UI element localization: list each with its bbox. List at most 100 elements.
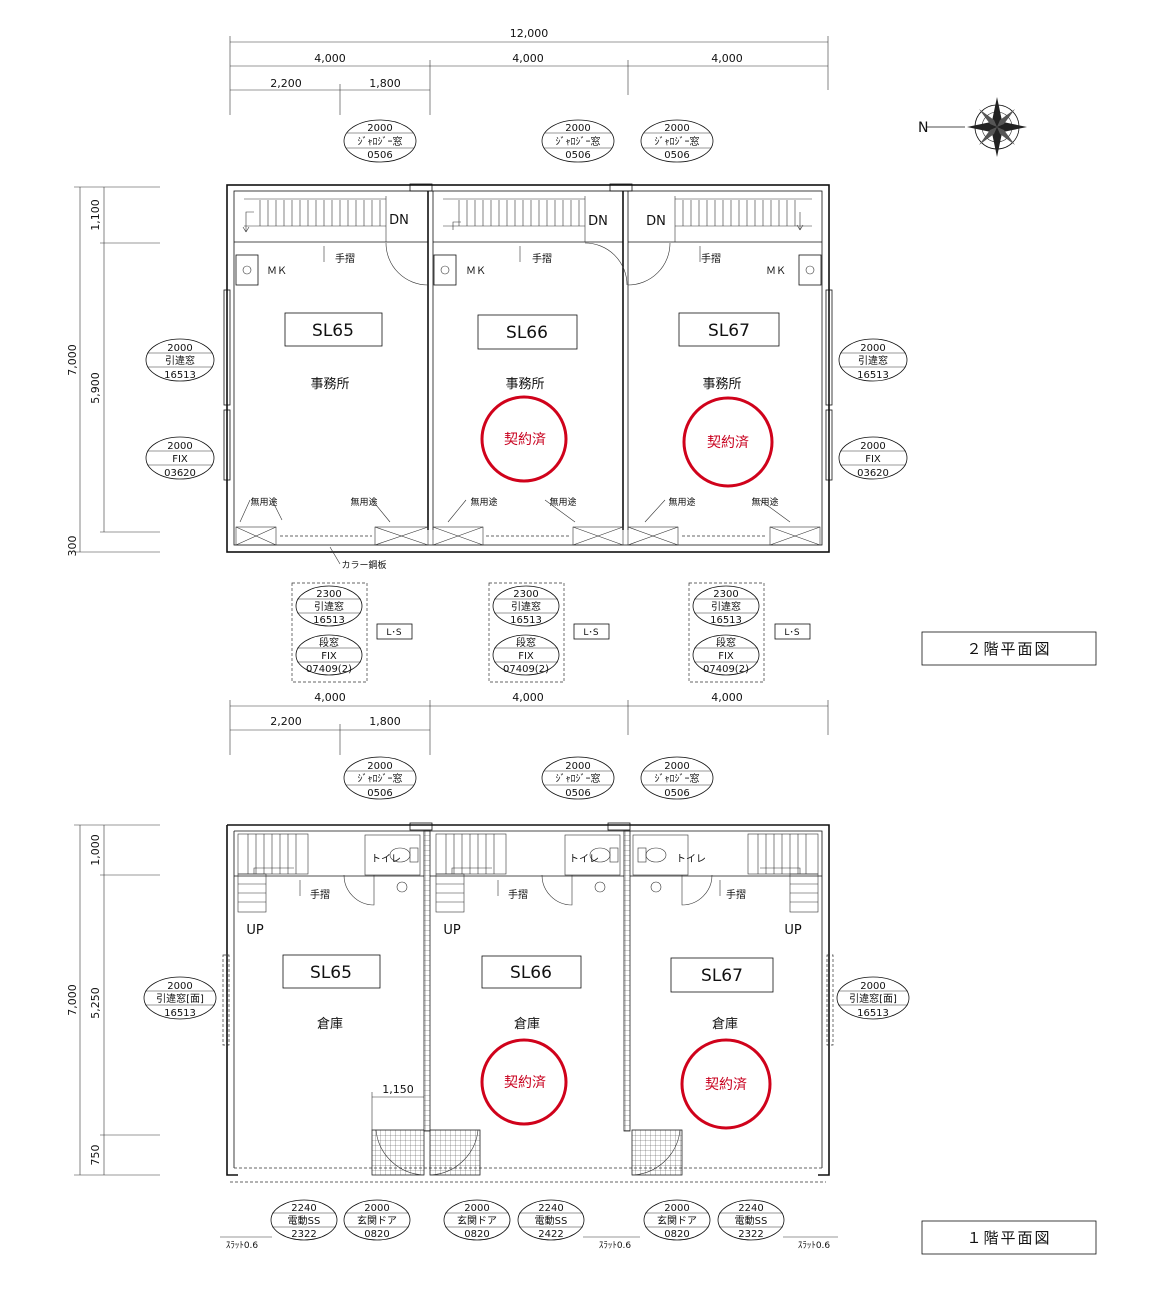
- floor2-title: ２階平面図: [966, 640, 1051, 658]
- svg-text:段窓: 段窓: [516, 636, 536, 649]
- svg-text:2000: 2000: [167, 441, 192, 452]
- svg-text:引違窓[面]: 引違窓[面]: [156, 992, 204, 1005]
- contracted-stamp-2f-sl66: 契約済: [504, 432, 546, 448]
- svg-text:FIX: FIX: [172, 454, 188, 465]
- svg-text:FIX: FIX: [865, 454, 881, 465]
- svg-text:2000: 2000: [664, 123, 689, 134]
- label-unused-4: 無用途: [549, 496, 576, 508]
- door-tag-1: 2000 玄関ドア 0820: [343, 1199, 411, 1241]
- north-label: N: [918, 120, 928, 136]
- svg-text:引違窓: 引違窓: [511, 600, 541, 613]
- svg-text:0820: 0820: [364, 1229, 389, 1240]
- svg-text:段窓: 段窓: [319, 636, 339, 649]
- svg-text:電動SS: 電動SS: [288, 1214, 321, 1227]
- svg-text:2000: 2000: [664, 1203, 689, 1214]
- window-tag-jalousie-2f-2: 2000 ｼﾞｬﾛｼﾞｰ窓 0506: [541, 119, 615, 163]
- shutter-tag-1: 2240 電動SS 2322: [270, 1199, 338, 1241]
- svg-text:2000: 2000: [860, 441, 885, 452]
- unit-id-2f-sl65: SL65: [312, 321, 354, 341]
- room-1f-sl66: 倉庫: [514, 1017, 540, 1032]
- label-color-steel: カラー鋼板: [341, 559, 386, 571]
- dim-bay-2: 4,000: [512, 52, 544, 65]
- svg-text:2240: 2240: [538, 1203, 563, 1214]
- window-tag-fix-2f-left: 2000 FIX 03620: [145, 436, 215, 480]
- svg-text:ｼﾞｬﾛｼﾞｰ窓: ｼﾞｬﾛｼﾞｰ窓: [556, 135, 601, 148]
- shutter-tag-2: 2240 電動SS 2422: [517, 1199, 585, 1241]
- svg-text:引違窓: 引違窓: [858, 354, 888, 367]
- svg-text:2000: 2000: [565, 123, 590, 134]
- svg-text:07409(2): 07409(2): [503, 664, 549, 675]
- label-dn-1: DN: [389, 213, 409, 228]
- dim-2f-base: 300: [66, 536, 79, 557]
- svg-text:ｼﾞｬﾛｼﾞｰ窓: ｼﾞｬﾛｼﾞｰ窓: [556, 772, 601, 785]
- front-window-group-1: 2300 引違窓 16513 段窓 FIX 07409(2): [291, 582, 368, 683]
- svg-text:2000: 2000: [167, 981, 192, 992]
- svg-text:2322: 2322: [291, 1229, 316, 1240]
- door-tag-3: 2000 玄関ドア 0820: [643, 1199, 711, 1241]
- svg-text:16513: 16513: [857, 1008, 889, 1019]
- svg-text:ｼﾞｬﾛｼﾞｰ窓: ｼﾞｬﾛｼﾞｰ窓: [655, 772, 700, 785]
- svg-text:2000: 2000: [367, 761, 392, 772]
- dim-bay-3: 4,000: [711, 52, 743, 65]
- contracted-stamp-2f-sl67: 契約済: [707, 435, 749, 451]
- svg-text:玄関ドア: 玄関ドア: [657, 1214, 697, 1227]
- label-up-1: UP: [246, 923, 264, 938]
- label-unused-2: 無用途: [350, 496, 377, 508]
- window-tag-jalousie-1f-2: 2000 ｼﾞｬﾛｼﾞｰ窓 0506: [541, 756, 615, 800]
- svg-text:0506: 0506: [565, 788, 590, 799]
- room-2f-sl66: 事務所: [505, 377, 544, 392]
- label-dn-2: DN: [588, 214, 608, 229]
- svg-text:07409(2): 07409(2): [703, 664, 749, 675]
- door-tag-2: 2000 玄関ドア 0820: [443, 1199, 511, 1241]
- north-compass-icon: [927, 97, 1027, 157]
- dim-1f-sub-a: 2,200: [270, 715, 302, 728]
- svg-text:ｼﾞｬﾛｼﾞｰ窓: ｼﾞｬﾛｼﾞｰ窓: [358, 772, 403, 785]
- svg-text:2000: 2000: [664, 761, 689, 772]
- front-window-group-3: 2300 引違窓 16513 段窓 FIX 07409(2): [688, 582, 765, 683]
- svg-text:16513: 16513: [857, 370, 889, 381]
- ls-box-1: [376, 623, 413, 640]
- dim-1f-front: 750: [89, 1145, 102, 1166]
- svg-text:玄関ドア: 玄関ドア: [457, 1214, 497, 1227]
- svg-text:引違窓[面]: 引違窓[面]: [849, 992, 897, 1005]
- dim-sub-a: 2,200: [270, 77, 302, 90]
- svg-text:0506: 0506: [664, 150, 689, 161]
- middle-dimension-lines: [229, 700, 829, 755]
- unit-id-1f-sl65: SL65: [310, 963, 352, 983]
- dim-bay-1: 4,000: [314, 52, 346, 65]
- svg-text:電動SS: 電動SS: [535, 1214, 568, 1227]
- label-slat-1: ｽﾗｯﾄ0.6: [226, 1240, 259, 1251]
- svg-text:2000: 2000: [565, 761, 590, 772]
- shutter-tag-3: 2240 電動SS 2322: [717, 1199, 785, 1241]
- front-window-group-2: 2300 引違窓 16513 段窓 FIX 07409(2): [488, 582, 565, 683]
- dim-1f-bay-2: 4,000: [512, 691, 544, 704]
- svg-text:2000: 2000: [367, 123, 392, 134]
- svg-text:FIX: FIX: [718, 651, 734, 662]
- svg-text:0820: 0820: [464, 1229, 489, 1240]
- svg-text:2000: 2000: [464, 1203, 489, 1214]
- left-dimension-lines-2f: [74, 186, 160, 553]
- dim-2f-total: 7,000: [66, 344, 79, 376]
- ls-box-3: [774, 623, 811, 640]
- svg-text:03620: 03620: [164, 468, 196, 479]
- svg-text:16513: 16513: [710, 615, 742, 626]
- svg-text:0506: 0506: [367, 150, 392, 161]
- window-tag-jalousie-1f-3: 2000 ｼﾞｬﾛｼﾞｰ窓 0506: [640, 756, 714, 800]
- room-2f-sl67: 事務所: [702, 377, 741, 392]
- svg-text:FIX: FIX: [321, 651, 337, 662]
- svg-text:16513: 16513: [510, 615, 542, 626]
- svg-text:03620: 03620: [857, 468, 889, 479]
- dim-1f-sub-b: 1,800: [369, 715, 401, 728]
- left-dimension-lines-1f: [74, 824, 160, 1176]
- label-slat-2: ｽﾗｯﾄ0.6: [599, 1240, 632, 1251]
- svg-text:2300: 2300: [513, 589, 538, 600]
- svg-text:0506: 0506: [664, 788, 689, 799]
- dim-1f-stair: 1,000: [89, 834, 102, 866]
- top-dimension-lines: [229, 36, 829, 115]
- window-tag-jalousie-1f-1: 2000 ｼﾞｬﾛｼﾞｰ窓 0506: [343, 756, 417, 800]
- label-toilet-3: トイレ: [676, 854, 706, 865]
- floor1-plan: [222, 822, 834, 1183]
- label-up-2: UP: [443, 923, 461, 938]
- window-tag-face-1f-left: 2000 引違窓[面] 16513: [143, 976, 217, 1020]
